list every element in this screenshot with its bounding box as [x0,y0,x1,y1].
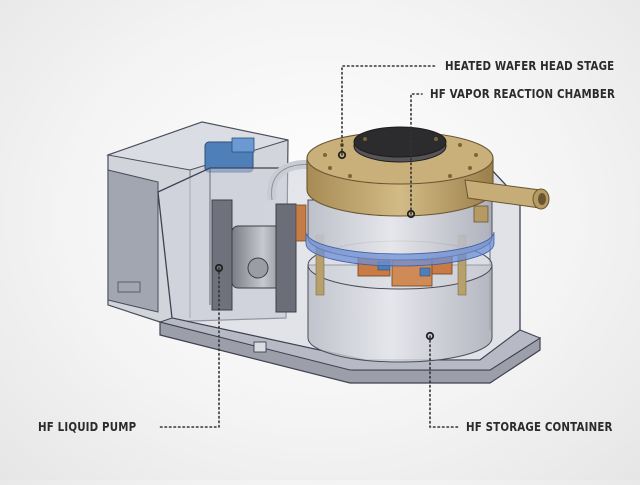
label-hf-storage-container: HF STORAGE CONTAINER [466,419,613,434]
label-hf-vapor-reaction-chamber: HF VAPOR REACTION CHAMBER [430,86,616,101]
rear-motor [204,137,255,173]
hf-vapor-reaction-chamber-body [305,199,495,267]
anchor-hf-vapor-reaction-chamber [406,209,416,219]
heated-wafer-head-stage-body [306,126,550,223]
leader-hf-storage-container [429,335,461,428]
anchor-hf-storage-container [425,331,435,341]
anchor-hf-liquid-pump [214,263,224,273]
base-plate [158,317,542,384]
callout-anchors [214,150,435,341]
leader-hf-liquid-pump [159,267,220,428]
hf-liquid-pump-body [211,199,307,313]
leader-lines [159,65,461,428]
label-heated-wafer-head-stage: HEATED WAFER HEAD STAGE [445,58,615,73]
anchor-heated-wafer-head-stage [337,150,347,160]
leader-hf-vapor-reaction-chamber [410,93,423,215]
label-hf-liquid-pump: HF LIQUID PUMP [38,419,137,434]
